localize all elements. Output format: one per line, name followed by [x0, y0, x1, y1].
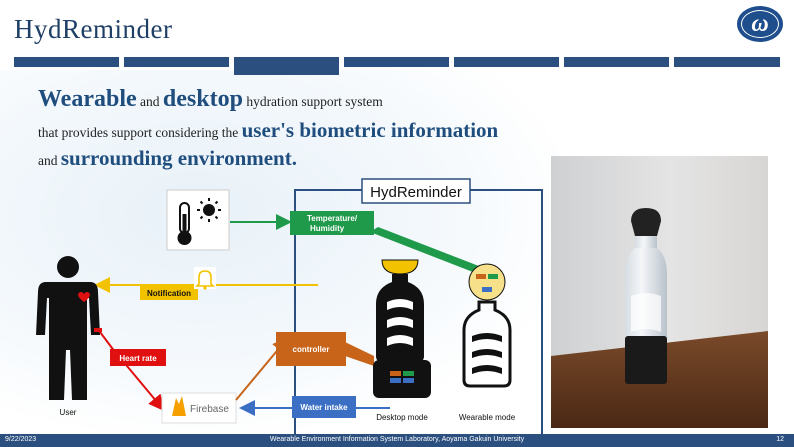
photo-cap — [631, 208, 661, 236]
tab-bar-segment — [14, 57, 119, 67]
controller-label: controller — [293, 345, 330, 354]
footer-date: 9/22/2023 — [5, 436, 37, 443]
headline-line-1: Wearable and desktop hydration support s… — [38, 86, 383, 113]
notification-label: Notification — [147, 289, 191, 298]
thermometer-sun-icon — [166, 189, 230, 251]
footer-affiliation: Wearable Environment Information System … — [269, 436, 525, 443]
tab-bar-segment — [564, 57, 669, 67]
headline-system: hydration support system — [242, 94, 383, 109]
desktop-bottle-icon — [373, 259, 431, 398]
notification-label-box — [140, 284, 198, 300]
water-intake-label: Water intake — [300, 403, 348, 412]
slide-title: HydReminder — [14, 14, 173, 44]
firebase-box: Firebase — [161, 392, 237, 424]
temperature-pointer — [370, 227, 484, 274]
temperature-label-line-1: Temperature/ — [307, 214, 358, 223]
wearable-bottle-icon — [462, 263, 512, 388]
heart-rate-label-box — [110, 349, 166, 366]
headline-line-2: that provides support considering the us… — [38, 118, 498, 143]
bell-icon — [194, 267, 216, 290]
headline-provides: that provides support considering the — [38, 125, 242, 140]
logo-ring — [741, 10, 779, 38]
heart-rate-label: Heart rate — [119, 354, 157, 363]
system-diagram: HydReminder Temperature/ Humidity Notifi… — [36, 178, 543, 435]
tab-bar-segment — [344, 57, 449, 67]
tab-bar-segment — [454, 57, 559, 67]
university-logo: ω — [737, 6, 783, 42]
desktop-mode-label: Desktop mode — [376, 413, 428, 422]
arrow-heart-rate — [99, 331, 165, 412]
controller-label-box — [276, 332, 346, 366]
temperature-label-box — [290, 211, 374, 235]
tab-bar-segment-active — [234, 57, 339, 75]
wearable-mode-label: Wearable mode — [459, 413, 516, 422]
footer-page-number: 12 — [776, 436, 784, 443]
headline-environment: surrounding environment. — [60, 146, 297, 170]
tab-bar-segment — [124, 57, 229, 67]
temperature-label-line-2: Humidity — [310, 224, 345, 233]
water-intake-label-box — [292, 396, 356, 418]
photo-base — [625, 336, 667, 384]
tab-bar-segment — [674, 57, 780, 67]
user-label: User — [60, 408, 77, 417]
headline-desktop: desktop — [162, 86, 243, 112]
headline-line-3: and surrounding environment. — [38, 146, 297, 171]
headline-wearable: Wearable — [38, 86, 137, 112]
headline-biometric: user's biometric information — [241, 118, 499, 142]
controller-pointer — [345, 342, 374, 366]
footer-bar: Wearable Environment Information System … — [0, 434, 794, 447]
headline-and: and — [136, 94, 163, 109]
user-icon — [36, 256, 102, 400]
system-title-box — [361, 178, 471, 204]
system-title: HydReminder — [370, 184, 462, 201]
device-photo — [551, 156, 768, 428]
background-splash — [0, 70, 560, 430]
firebase-flame-icon — [172, 396, 186, 416]
headline-and-2: and — [38, 153, 61, 168]
firebase-label: Firebase — [190, 404, 229, 415]
